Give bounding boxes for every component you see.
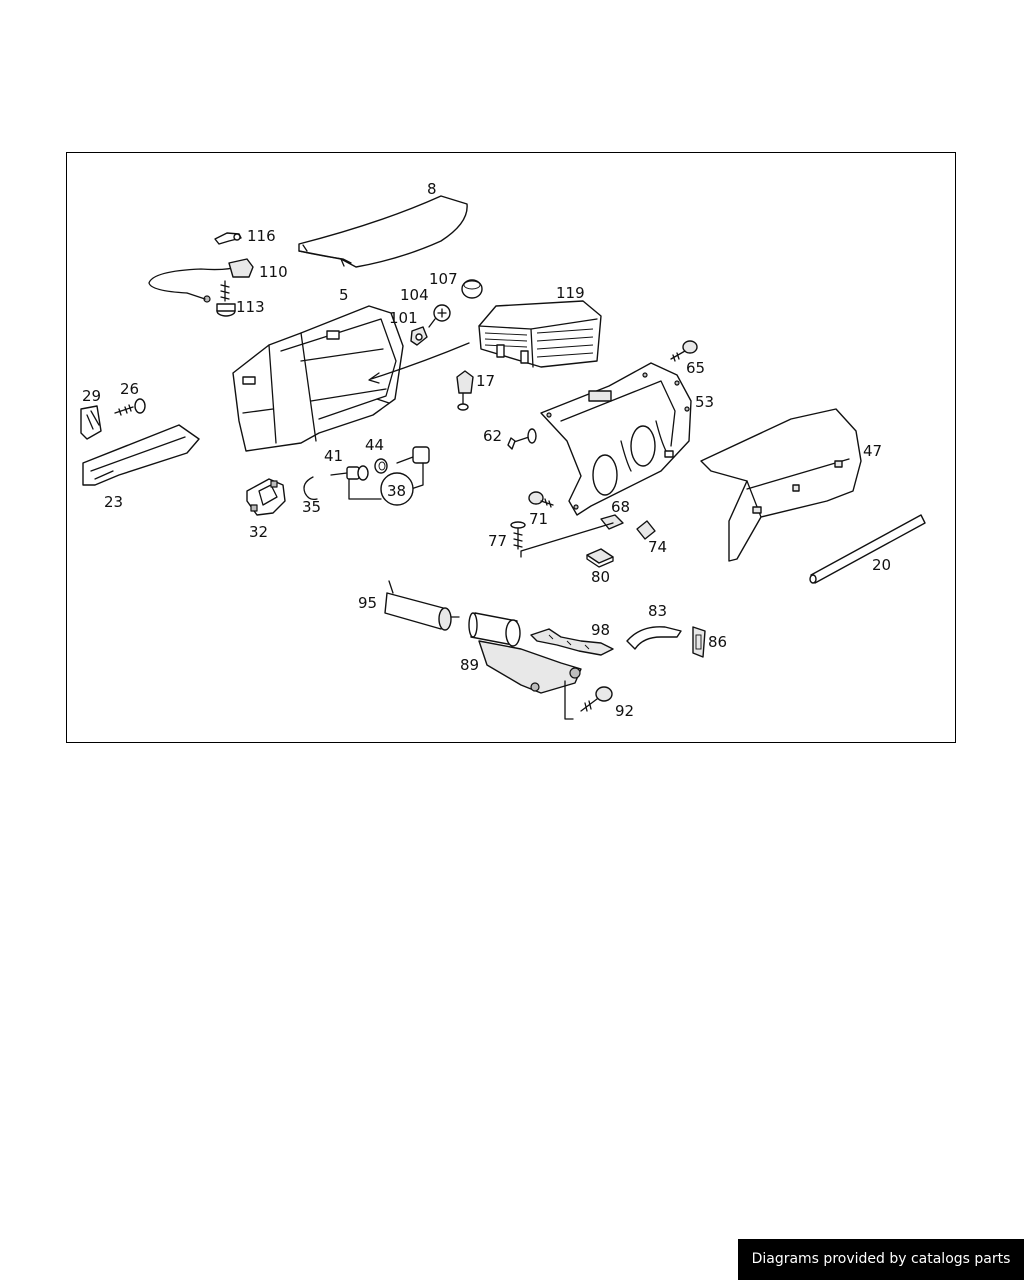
part-77-screw[interactable]	[510, 521, 526, 550]
label-89: 89	[460, 656, 479, 674]
label-71: 71	[529, 510, 548, 528]
label-47: 47	[863, 442, 882, 460]
part-104-screw[interactable]	[428, 304, 451, 328]
part-68-clip[interactable]	[600, 514, 624, 530]
label-23: 23	[104, 493, 123, 511]
label-98: 98	[591, 621, 610, 639]
label-38: 38	[387, 482, 406, 500]
label-17: 17	[476, 372, 495, 390]
label-116: 116	[247, 227, 276, 245]
part-41-lock-cylinder[interactable]	[330, 465, 369, 481]
part-23-handle[interactable]	[82, 424, 200, 486]
label-41: 41	[324, 447, 343, 465]
label-80: 80	[591, 568, 610, 586]
part-86-clip[interactable]	[692, 626, 706, 658]
label-62: 62	[483, 427, 502, 445]
part-35-circlip[interactable]	[303, 476, 318, 501]
part-98-link[interactable]	[530, 628, 614, 656]
part-113-screw[interactable]	[216, 280, 236, 317]
label-77: 77	[488, 532, 507, 550]
label-20: 20	[872, 556, 891, 574]
label-110: 110	[259, 263, 288, 281]
label-119: 119	[556, 284, 585, 302]
part-47-glovebox-door[interactable]	[700, 408, 862, 562]
part-116-clip[interactable]	[214, 232, 242, 245]
label-107: 107	[429, 270, 458, 288]
exploded-parts-diagram: 8 116 110 113 5 107 104 101 119 17 65 29…	[80, 180, 926, 720]
part-26-screw[interactable]	[114, 398, 146, 416]
part-107-cap[interactable]	[461, 279, 483, 299]
label-101: 101	[389, 309, 418, 327]
label-95: 95	[358, 594, 377, 612]
part-89-actuator[interactable]	[468, 612, 582, 720]
leader-77-68	[520, 522, 614, 558]
label-83: 83	[648, 602, 667, 620]
part-32-latch[interactable]	[246, 478, 286, 516]
part-38-group-bracket	[348, 462, 424, 506]
label-92: 92	[615, 702, 634, 720]
part-53-carrier[interactable]	[540, 362, 692, 516]
label-5: 5	[339, 286, 349, 304]
part-29-clip[interactable]	[80, 405, 102, 440]
label-104: 104	[400, 286, 429, 304]
parts-diagram-frame: 8 116 110 113 5 107 104 101 119 17 65 29…	[66, 152, 956, 743]
part-119-vent-unit[interactable]	[478, 300, 602, 368]
part-8-lid-panel[interactable]	[298, 195, 468, 268]
label-86: 86	[708, 633, 727, 651]
part-92-screw[interactable]	[580, 686, 613, 712]
label-68: 68	[611, 498, 630, 516]
part-101-clip[interactable]	[410, 326, 428, 346]
assembly-arrow	[368, 342, 470, 384]
part-110-cable[interactable]	[148, 258, 254, 303]
label-26: 26	[120, 380, 139, 398]
label-74: 74	[648, 538, 667, 556]
part-44-ring[interactable]	[374, 458, 388, 474]
label-113: 113	[236, 298, 265, 316]
part-71-screw[interactable]	[528, 491, 554, 508]
part-74-clip[interactable]	[636, 520, 656, 540]
label-32: 32	[249, 523, 268, 541]
part-95-damper[interactable]	[384, 580, 460, 631]
part-65-screw[interactable]	[670, 340, 698, 362]
part-key[interactable]	[396, 446, 430, 464]
label-65: 65	[686, 359, 705, 377]
credit-badge: Diagrams provided by catalogs parts	[738, 1239, 1024, 1280]
part-80-nut[interactable]	[586, 548, 614, 568]
part-17-push-rivet[interactable]	[456, 370, 474, 411]
label-35: 35	[302, 498, 321, 516]
part-62-screw[interactable]	[507, 428, 537, 450]
part-20-trim-strip[interactable]	[809, 514, 926, 584]
label-53: 53	[695, 393, 714, 411]
label-8: 8	[427, 180, 437, 198]
part-5-housing[interactable]	[232, 305, 404, 452]
label-44: 44	[365, 436, 384, 454]
label-29: 29	[82, 387, 101, 405]
part-83-lever[interactable]	[626, 626, 682, 650]
